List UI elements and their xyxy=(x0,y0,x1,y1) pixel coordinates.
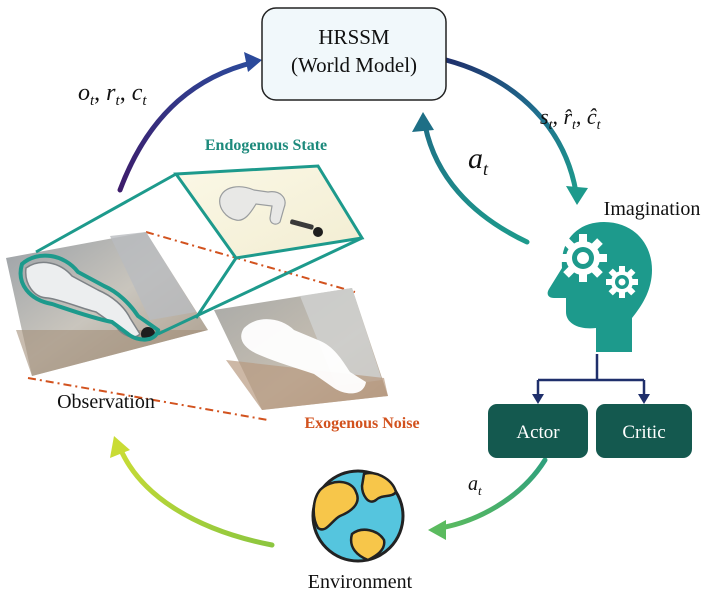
arrow-imagination-to-world-model xyxy=(412,112,530,245)
label-obs-reward-cost: ot, rt, ct xyxy=(78,80,147,109)
endogenous-state-label: Endogenous State xyxy=(205,137,327,154)
observation-label: Observation xyxy=(57,391,155,413)
decomposition-dashed-lines xyxy=(27,231,356,421)
arrow-observation-to-world-model xyxy=(117,52,262,193)
exogenous-noise-panel xyxy=(214,288,388,410)
critic-label: Critic xyxy=(622,422,665,443)
endogenous-state-panel xyxy=(173,164,365,260)
svg-text:st, r̂t, ĉt: st, r̂t, ĉt xyxy=(540,104,602,133)
observation-image xyxy=(6,232,208,376)
world-model-node: HRSSM (World Model) xyxy=(261,7,447,101)
arrow-world-model-to-imagination xyxy=(443,57,588,205)
world-model-subtitle: (World Model) xyxy=(291,53,417,77)
globe-icon xyxy=(311,469,405,563)
label-action-imagination: at xyxy=(468,142,489,179)
imagination-label: Imagination xyxy=(604,198,701,220)
label-action-environment: at xyxy=(468,473,482,498)
world-model-title: HRSSM xyxy=(318,25,390,49)
head-gears-icon xyxy=(547,222,652,352)
actor-box: Actor xyxy=(488,404,588,458)
environment-label: Environment xyxy=(308,571,413,593)
critic-box: Critic xyxy=(596,404,692,458)
svg-text:ot, rt, ct: ot, rt, ct xyxy=(78,80,147,109)
label-state-reward-cost-hat: st, r̂t, ĉt xyxy=(540,104,602,133)
svg-text:at: at xyxy=(468,142,489,179)
actor-critic-connector xyxy=(536,354,646,396)
exogenous-noise-label: Exogenous Noise xyxy=(304,415,419,432)
svg-text:at: at xyxy=(468,473,482,498)
actor-label: Actor xyxy=(516,422,560,443)
arrow-actor-to-environment xyxy=(428,457,548,540)
arrow-environment-to-observation xyxy=(110,436,275,548)
zoom-lines xyxy=(35,172,363,336)
